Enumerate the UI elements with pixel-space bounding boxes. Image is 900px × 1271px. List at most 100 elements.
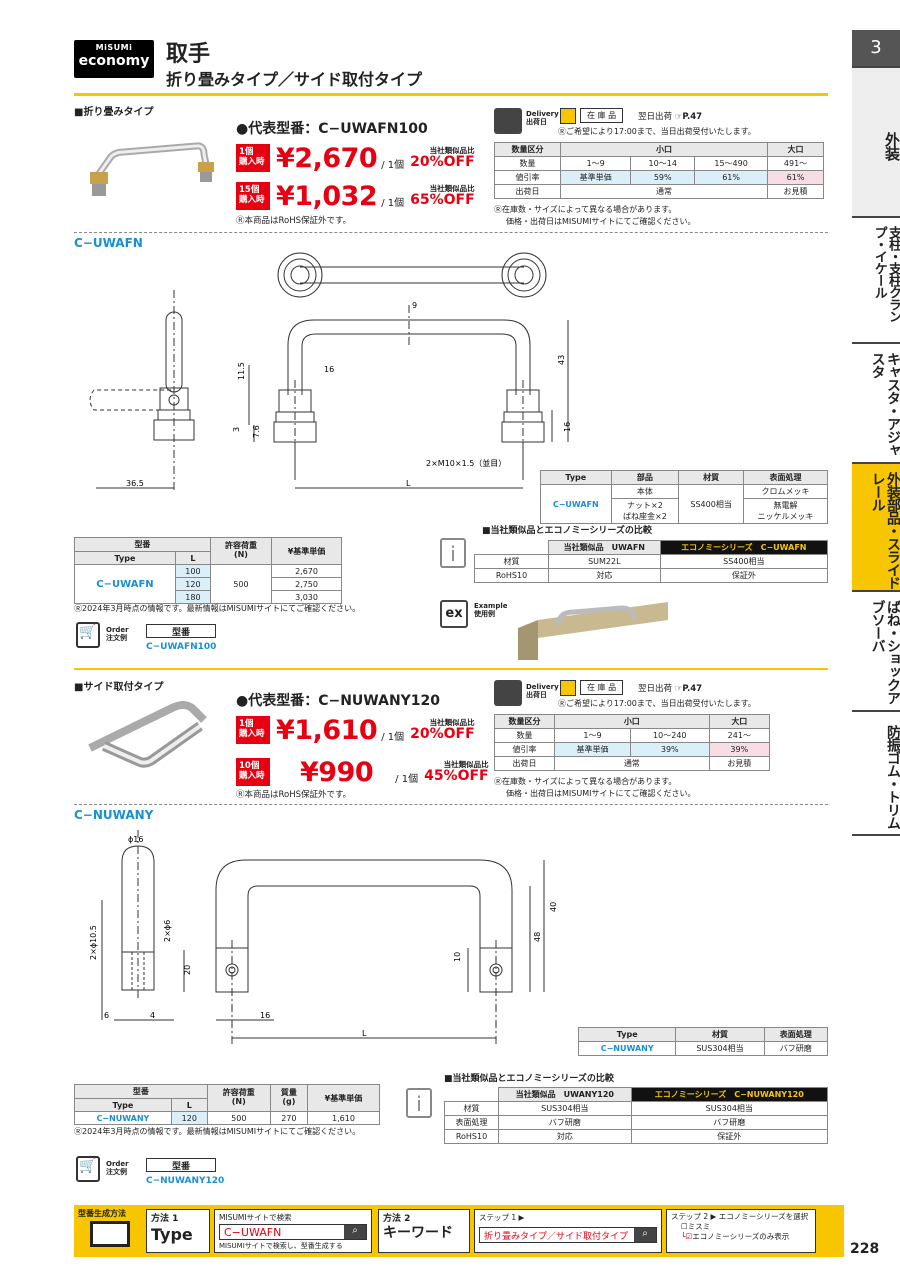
- svg-text:36.5: 36.5: [126, 479, 144, 488]
- monitor-icon: [90, 1221, 130, 1247]
- tab-pillar[interactable]: 支柱・支柱クランプ・イケール: [852, 216, 900, 342]
- search-icon[interactable]: ⌕: [344, 1225, 366, 1239]
- search-icon[interactable]: ⌕: [634, 1228, 656, 1242]
- page-title: 取手: [166, 42, 211, 67]
- qty-note-1: Ⓡ在庫数・サイズによって異なる場合があります。: [494, 205, 677, 214]
- unit: / 1個: [381, 159, 405, 171]
- info-icon: i: [440, 538, 466, 568]
- type-search-input[interactable]: C−UWAFN⌕: [219, 1224, 367, 1240]
- qty-badge: 1個購入時: [236, 144, 270, 172]
- compare-title-2: ■当社類似品とエコノミーシリーズの比較: [444, 1074, 614, 1084]
- svg-text:20: 20: [183, 965, 192, 975]
- section-rule: [74, 668, 828, 670]
- step1-box: ステップ 1 ▶ 折り畳みタイプ／サイド取付タイプ⌕: [474, 1209, 662, 1253]
- example-icon: ex: [440, 600, 468, 628]
- logo-bottom: economy: [78, 53, 150, 69]
- divider: [74, 232, 828, 233]
- method2-box: 方法 2 キーワード: [378, 1209, 470, 1253]
- example-photo: [518, 602, 668, 660]
- svg-text:48: 48: [533, 932, 542, 942]
- order-header-2: 型番: [146, 1158, 216, 1172]
- svg-text:L: L: [406, 479, 411, 488]
- qty-badge: 1個購入時: [236, 716, 270, 744]
- qty-badge: 15個購入時: [236, 182, 270, 210]
- header-rule: [74, 93, 828, 96]
- svg-text:2×ϕ6: 2×ϕ6: [163, 920, 172, 942]
- svg-text:6: 6: [104, 1011, 109, 1020]
- section-folding: ■折り畳みタイプ: [74, 107, 154, 118]
- gen-label: 型番生成方法: [78, 1209, 126, 1218]
- drawing-label-2: C−NUWANY: [74, 808, 154, 822]
- unit: / 1個: [381, 197, 405, 209]
- option-misumi[interactable]: ☐ミスミ: [681, 1222, 711, 1232]
- truck-icon: [494, 680, 522, 706]
- tab-spring[interactable]: ばね・ショックアブソーバ: [852, 590, 900, 710]
- info-icon-2: i: [406, 1088, 432, 1118]
- method1-box: 方法 1 Type: [146, 1209, 210, 1253]
- svg-text:16: 16: [260, 1011, 270, 1020]
- order-example: C−UWAFN100: [146, 642, 217, 652]
- svg-text:40: 40: [549, 902, 558, 912]
- drawing-uwafn: 9 43 16 11.5 3 7.6 16 2×M10×1.5（並目） 36.5…: [89, 252, 572, 490]
- chapter-number: 3: [852, 30, 900, 66]
- tab-exterior-parts[interactable]: 外装部品・スライドレール: [852, 462, 900, 590]
- qty-note-2: 価格・出荷日はMISUMIサイトにてご確認ください。: [506, 217, 696, 226]
- unit: / 1個: [381, 731, 405, 743]
- section-side: ■サイド取付タイプ: [74, 682, 164, 693]
- tab-rubber[interactable]: 防振ゴム・トリム: [852, 710, 900, 836]
- option-economy[interactable]: └☑エコノミーシリーズのみ表示: [681, 1232, 790, 1242]
- compare-title-1: ■当社類似品とエコノミーシリーズの比較: [482, 526, 652, 536]
- svg-text:4: 4: [150, 1011, 155, 1020]
- method1-search: MISUMIサイトで検索 C−UWAFN⌕ MISUMIサイトで検索し、型番生成…: [214, 1209, 372, 1253]
- step2-box: ステップ 2 ▶ エコノミーシリーズを選択 ☐ミスミ └☑エコノミーシリーズのみ…: [666, 1209, 816, 1253]
- info-note-2: Ⓡ2024年3月時点の情報です。最新情報はMISUMIサイトにてご確認ください。: [74, 1127, 361, 1136]
- svg-text:16: 16: [324, 365, 334, 374]
- tab-caster[interactable]: キャスタ・アジャスタ: [852, 342, 900, 462]
- box-icon: [560, 680, 576, 696]
- order-example-2: C−NUWANY120: [146, 1176, 225, 1186]
- tab-exterior[interactable]: 外装: [852, 66, 900, 216]
- delivery-note-2: Ⓡご希望により17:00まで、当日出荷受付いたします。: [558, 699, 756, 708]
- cart-icon-2: 🛒: [76, 1156, 100, 1182]
- next-day: 翌日出荷 ☞P.47: [638, 112, 703, 122]
- info-note-1: Ⓡ2024年3月時点の情報です。最新情報はMISUMIサイトにてご確認ください。: [74, 604, 361, 613]
- product-photo-side: [88, 701, 207, 768]
- svg-text:2×ϕ10.5: 2×ϕ10.5: [89, 925, 98, 960]
- svg-text:7.6: 7.6: [252, 425, 261, 438]
- search-guide: 型番生成方法 方法 1 Type MISUMIサイトで検索 C−UWAFN⌕ M…: [74, 1205, 844, 1257]
- next-day-2: 翌日出荷 ☞P.47: [638, 684, 703, 694]
- drawing-label: C−UWAFN: [74, 236, 143, 250]
- delivery-note: Ⓡご希望により17:00まで、当日出荷受付いたします。: [558, 127, 756, 136]
- logo-top: MiSUMi: [95, 43, 133, 52]
- divider-2: [74, 804, 828, 805]
- svg-text:43: 43: [557, 355, 566, 365]
- svg-text:2×M10×1.5（並目）: 2×M10×1.5（並目）: [426, 458, 506, 468]
- stock-badge-2: 在 庫 品: [580, 680, 624, 695]
- svg-text:9: 9: [412, 301, 417, 310]
- keyword-search-input[interactable]: 折り畳みタイプ／サイド取付タイプ⌕: [479, 1227, 657, 1243]
- rohs-note-2: Ⓡ本商品はRoHS保証外です。: [236, 790, 352, 800]
- stock-badge: 在 庫 品: [580, 108, 624, 123]
- svg-text:3: 3: [232, 427, 241, 432]
- price: ¥990: [300, 756, 374, 788]
- svg-text:L: L: [362, 1029, 367, 1038]
- unit: / 1個: [395, 773, 419, 785]
- qty-badge: 10個購入時: [236, 758, 270, 786]
